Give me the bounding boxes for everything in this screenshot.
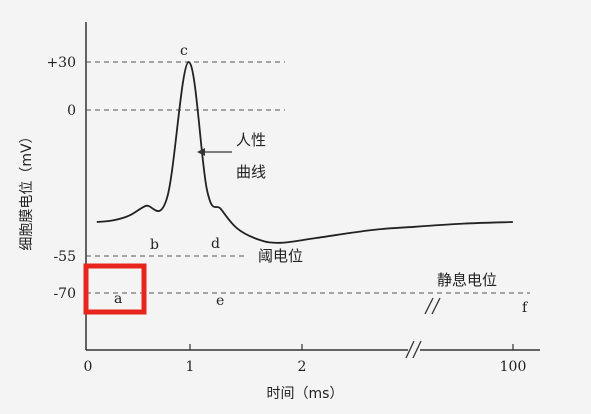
y-tick-plus30: +30 — [46, 55, 76, 71]
y-axis-title: 细胞膜电位（mV） — [19, 129, 35, 250]
point-label-d: d — [211, 236, 220, 252]
membrane-potential-curve — [96, 61, 513, 244]
x-tick-100: 100 — [500, 359, 527, 375]
x-axis-break-mark — [405, 340, 422, 359]
threshold-label: 阈电位 — [258, 247, 303, 265]
point-label-e: e — [216, 293, 224, 309]
x-tick-0: 0 — [84, 359, 93, 375]
y-tick-zero: 0 — [67, 103, 76, 119]
point-label-b: b — [150, 237, 159, 253]
resting-potential-label: 静息电位 — [437, 271, 497, 289]
point-label-f: f — [522, 300, 529, 316]
point-label-a: a — [114, 291, 122, 307]
curve-break-mark — [424, 297, 441, 316]
point-label-c: c — [180, 43, 188, 59]
curve-annotation-line1: 人性 — [236, 131, 266, 149]
highlight-box — [83, 263, 147, 315]
x-tick-2: 2 — [298, 359, 307, 375]
y-tick-minus70: -70 — [53, 286, 76, 302]
y-tick-minus55: -55 — [53, 249, 76, 265]
x-tick-1: 1 — [186, 359, 195, 375]
annotation-arrow — [197, 148, 232, 156]
x-axis-title: 时间（ms） — [267, 386, 344, 402]
curve-annotation-line2: 曲线 — [236, 163, 266, 181]
